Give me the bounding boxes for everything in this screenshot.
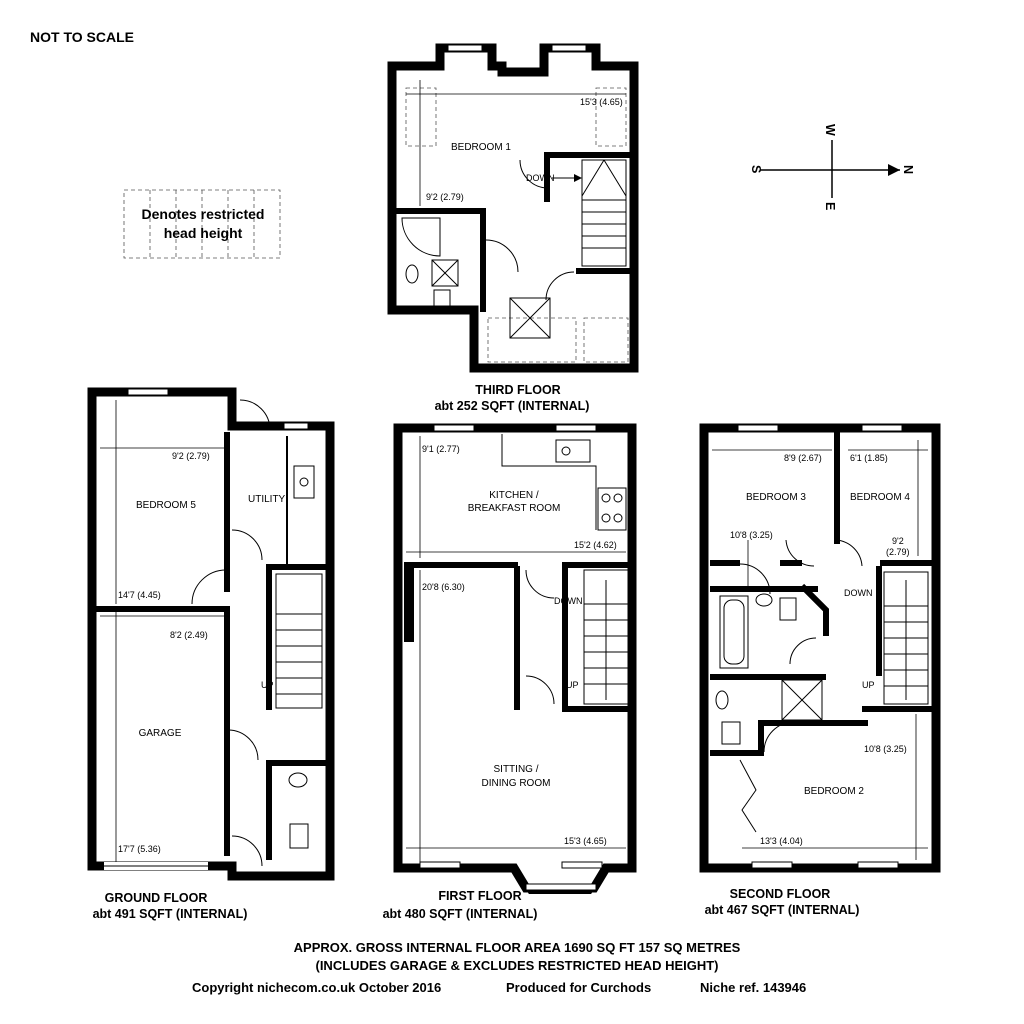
second-stair-up: UP xyxy=(862,680,875,690)
utility-sink-icon xyxy=(293,465,315,499)
hob-icon xyxy=(597,487,627,531)
b4-depth-dim-2: (2.79) xyxy=(886,547,910,557)
footer-ref: Niche ref. 143946 xyxy=(700,980,806,995)
stair-arrow-icon xyxy=(574,174,582,182)
kitchen-label-line2: BREAKFAST ROOM xyxy=(468,503,561,514)
utility-label: UTILITY xyxy=(248,494,286,505)
b5-depth-dim: 14'7 (4.45) xyxy=(118,590,161,600)
sitting-label-line1: SITTING / xyxy=(494,764,539,775)
sitting-depth-dim: 20'8 (6.30) xyxy=(422,582,465,592)
kitchen-label-line1: KITCHEN / xyxy=(489,490,539,501)
first-stair-up: UP xyxy=(566,680,579,690)
bedroom5-label: BEDROOM 5 xyxy=(136,500,196,511)
skylight-icon xyxy=(509,297,551,339)
sitting-width-dim: 15'3 (4.65) xyxy=(564,836,607,846)
bedroom3-label: BEDROOM 3 xyxy=(746,492,806,503)
garage-label: GARAGE xyxy=(139,728,182,739)
footer-gross-area: APPROX. GROSS INTERNAL FLOOR AREA 1690 S… xyxy=(294,940,741,955)
bath-icon xyxy=(719,595,749,669)
cloakroom-toilet-icon xyxy=(289,823,309,849)
shower-tray-icon xyxy=(431,259,459,287)
third-width-dim: 15'3 (4.65) xyxy=(580,97,623,107)
basin-icon xyxy=(405,264,419,284)
ensuite-toilet-icon xyxy=(721,721,741,745)
footer-copyright: Copyright nichecom.co.uk October 2016 xyxy=(192,980,441,995)
second-stair-down: DOWN xyxy=(844,588,873,598)
shower-icon xyxy=(401,217,441,257)
ensuite-basin-icon xyxy=(715,690,729,710)
bathroom-basin-icon xyxy=(755,593,773,607)
sitting-label-line2: DINING ROOM xyxy=(482,778,551,789)
first-floor-title: FIRST FLOOR xyxy=(438,889,521,903)
compass-n: N xyxy=(901,165,915,174)
b4-depth-dim-1: 9'2 xyxy=(892,536,904,546)
first-floor-area: abt 480 SQFT (INTERNAL) xyxy=(383,907,538,921)
b3-width-dim: 8'9 (2.67) xyxy=(784,453,822,463)
not-to-scale-label: NOT TO SCALE xyxy=(30,29,134,45)
ground-floor-title: GROUND FLOOR xyxy=(105,891,208,905)
kitchen-sink-icon xyxy=(555,439,591,463)
third-stair-down: DOWN xyxy=(526,173,555,183)
ground-floor-plan: 9'2 (2.79) 14'7 (4.45) BEDROOM 5 UTILITY… xyxy=(87,387,335,921)
third-floor-title: THIRD FLOOR xyxy=(475,383,560,397)
first-stair-down: DOWN xyxy=(554,596,583,606)
footer-produced-for: Produced for Curchods xyxy=(506,980,651,995)
compass-w: W xyxy=(823,124,837,136)
b3-depth-dim: 10'8 (3.25) xyxy=(730,530,773,540)
third-floor-plan: 15'3 (4.65) 9'2 (2.79) BEDROOM 1 DOWN TH… xyxy=(387,43,639,413)
bedroom4-label: BEDROOM 4 xyxy=(850,492,910,503)
kitchen-depth-dim: 9'1 (2.77) xyxy=(422,444,460,454)
legend-text-line1: Denotes restricted xyxy=(142,206,265,222)
second-floor-title: SECOND FLOOR xyxy=(730,887,831,901)
second-floor-area: abt 467 SQFT (INTERNAL) xyxy=(705,903,860,917)
second-floor-plan: 8'9 (2.67) 10'8 (3.25) BEDROOM 3 6'1 (1.… xyxy=(699,423,941,917)
compass-s: S xyxy=(749,165,763,173)
ground-floor-area: abt 491 SQFT (INTERNAL) xyxy=(93,907,248,921)
kitchen-width-dim: 15'2 (4.62) xyxy=(574,540,617,550)
bathroom-toilet-icon xyxy=(779,597,797,621)
third-floor-area: abt 252 SQFT (INTERNAL) xyxy=(435,399,590,413)
legend: Denotes restricted head height xyxy=(123,189,281,259)
footer-includes: (INCLUDES GARAGE & EXCLUDES RESTRICTED H… xyxy=(315,958,718,973)
b2-width-dim: 13'3 (4.04) xyxy=(760,836,803,846)
b2-depth-dim: 10'8 (3.25) xyxy=(864,744,907,754)
compass-e: E xyxy=(823,202,837,210)
cloakroom-basin-icon xyxy=(288,772,308,788)
third-depth-dim: 9'2 (2.79) xyxy=(426,192,464,202)
garage-depth-dim: 17'7 (5.36) xyxy=(118,844,161,854)
b5-width-dim: 9'2 (2.79) xyxy=(172,451,210,461)
bedroom2-label: BEDROOM 2 xyxy=(804,786,864,797)
compass: N S E W xyxy=(749,124,915,210)
toilet-icon xyxy=(433,289,451,309)
ground-stair-up: UP xyxy=(261,680,274,690)
bedroom1-label: BEDROOM 1 xyxy=(451,142,511,153)
garage-width-dim: 8'2 (2.49) xyxy=(170,630,208,640)
compass-arrow-icon xyxy=(888,164,900,176)
ensuite-shower-icon xyxy=(781,679,823,721)
b4-width-dim: 6'1 (1.85) xyxy=(850,453,888,463)
first-floor-plan: 9'1 (2.77) 15'2 (4.62) KITCHEN / BREAKFA… xyxy=(383,423,637,921)
legend-text-line2: head height xyxy=(164,225,243,241)
